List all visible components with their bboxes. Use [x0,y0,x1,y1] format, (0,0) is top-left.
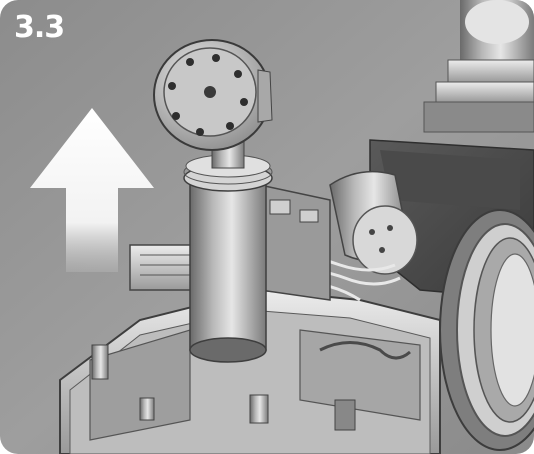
mounting-bracket [259,184,331,301]
nozzle-assembly [423,0,534,133]
step-number: 3.3 [14,10,65,45]
terminal-block [129,244,201,291]
lifted-cylinder [183,139,273,363]
lift-arrow [30,108,154,272]
connector-disc [153,39,273,151]
base-housing [59,288,441,454]
fan-housing [439,209,534,451]
motor-capacitor [329,170,418,275]
